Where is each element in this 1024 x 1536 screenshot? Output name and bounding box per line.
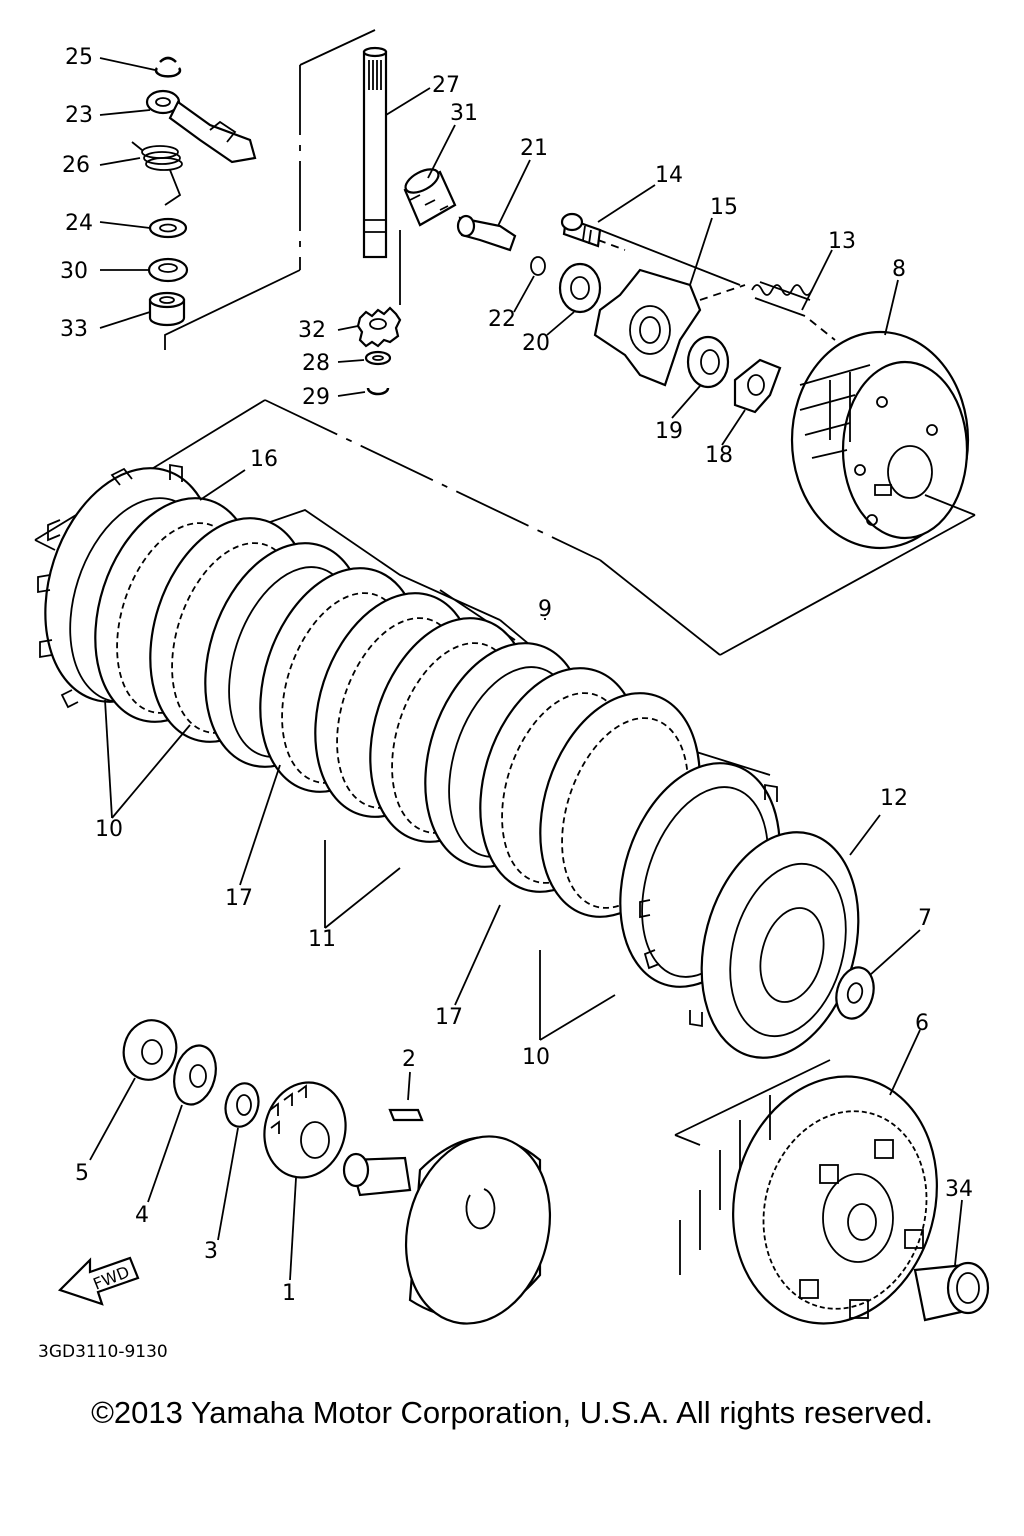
part-25-circlip [154, 56, 182, 78]
label-29: 29 [302, 385, 330, 410]
diagram-code: 3GD3110-9130 [38, 1342, 168, 1362]
part-15-pressure-plate [593, 268, 746, 387]
label-19: 19 [655, 419, 683, 444]
part-19-bearing [686, 335, 730, 389]
label-1: 1 [282, 1281, 296, 1306]
part-1-primary-driven-gear [263, 1081, 347, 1179]
label-10-left: 10 [95, 817, 123, 842]
part-13-clutch-spring [751, 281, 836, 341]
label-10-right: 10 [522, 1045, 550, 1070]
label-6: 6 [915, 1011, 929, 1036]
part-18-lock-washer [733, 358, 782, 414]
label-23: 23 [65, 103, 93, 128]
part-28-washer [364, 350, 392, 366]
shaft-group-bracket [164, 29, 401, 350]
label-21: 21 [520, 136, 548, 161]
label-22: 22 [488, 307, 516, 332]
label-11: 11 [308, 927, 336, 952]
part-34-spacer [913, 1261, 990, 1322]
label-13: 13 [828, 229, 856, 254]
part-32-pinion-gear [356, 306, 402, 348]
part-12-pressure-plate [700, 831, 860, 1059]
label-32: 32 [298, 318, 326, 343]
part-30-oil-seal [147, 257, 189, 283]
label-12: 12 [880, 786, 908, 811]
part-23-release-lever [145, 89, 257, 164]
crankshaft-drive-disc [342, 1135, 552, 1325]
part-6-clutch-housing [674, 1059, 938, 1325]
leader-lines [89, 57, 963, 1281]
label-30: 30 [60, 259, 88, 284]
label-24: 24 [65, 211, 93, 236]
label-5: 5 [75, 1161, 89, 1186]
part-number-labels: 25 23 26 24 30 33 27 31 21 14 15 13 8 32… [60, 45, 973, 1306]
part-3-thrust-washer [224, 1082, 260, 1128]
part-20-bearing [558, 262, 602, 314]
part-7-lock-washer [835, 966, 875, 1020]
fwd-arrow-icon: FWD [57, 1256, 140, 1306]
label-28: 28 [302, 351, 330, 376]
label-16: 16 [250, 447, 278, 472]
label-9: 9 [538, 597, 552, 622]
label-15: 15 [710, 195, 738, 220]
label-31: 31 [450, 101, 478, 126]
label-26: 26 [62, 153, 90, 178]
part-31-push-rod [403, 168, 457, 227]
part-14-bolt [560, 212, 626, 251]
part-29-circlip [366, 387, 390, 396]
part-26-torsion-spring [131, 141, 183, 206]
part-2-key [388, 1108, 424, 1122]
copyright-notice: ©2013 Yamaha Motor Corporation, U.S.A. A… [91, 1395, 933, 1430]
part-21-pressure-pin [456, 214, 517, 252]
label-25: 25 [65, 45, 93, 70]
part-4-lock-washer [173, 1044, 217, 1106]
part-22-o-ring [530, 256, 546, 276]
label-34: 34 [945, 1177, 973, 1202]
part-27-push-shaft [362, 46, 388, 259]
label-7: 7 [918, 906, 932, 931]
label-17-left: 17 [225, 886, 253, 911]
label-14: 14 [655, 163, 683, 188]
label-17-right: 17 [435, 1005, 463, 1030]
label-8: 8 [892, 257, 906, 282]
fwd-label: FWD [90, 1262, 132, 1294]
label-4: 4 [135, 1203, 149, 1228]
label-3: 3 [204, 1239, 218, 1264]
part-33-bushing [148, 291, 186, 327]
part-8-clutch-boss [790, 330, 970, 550]
label-20: 20 [522, 331, 550, 356]
label-18: 18 [705, 443, 733, 468]
part-5-nut [122, 1019, 178, 1081]
label-27: 27 [432, 73, 460, 98]
label-2: 2 [402, 1047, 416, 1072]
label-33: 33 [60, 317, 88, 342]
part-24-washer [148, 217, 188, 239]
